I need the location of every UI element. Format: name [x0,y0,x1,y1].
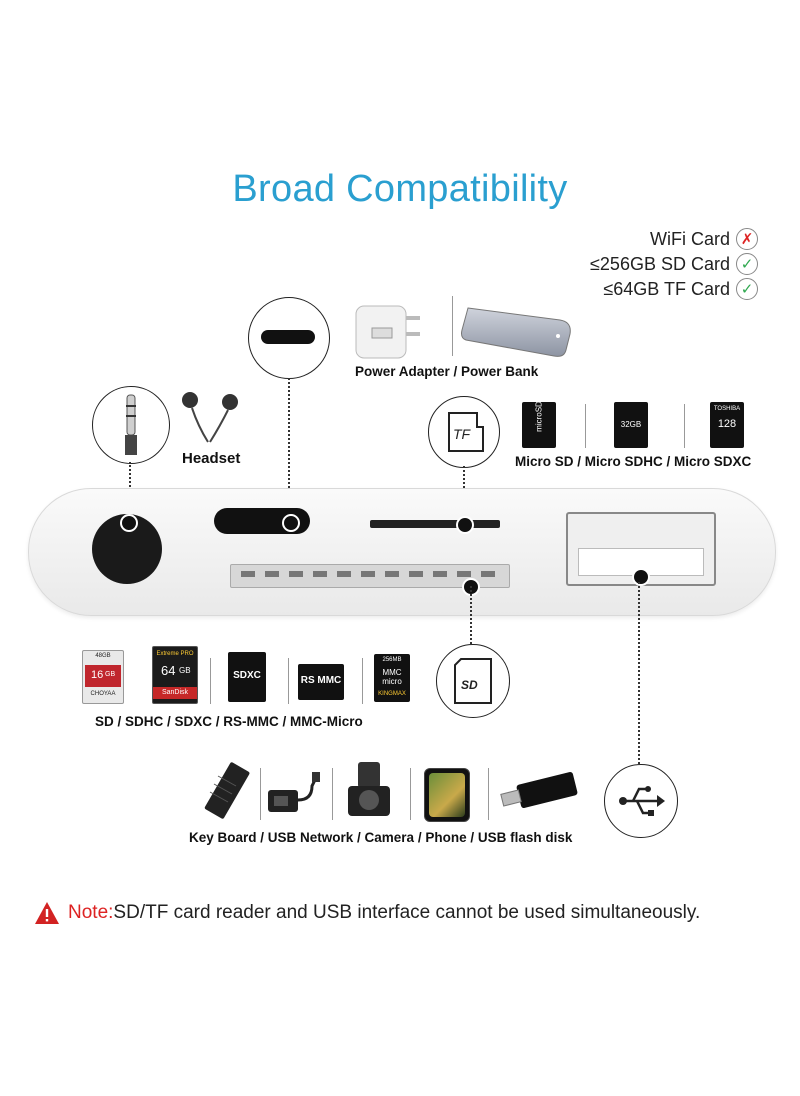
tf-slot-circle: TF [428,396,500,468]
card-print: Extreme PRO [156,651,194,657]
sd-connector-line [470,586,472,644]
microsd-card-icon: microSD [522,401,556,448]
compat-wifi: WiFi Card ✗ [650,228,758,250]
power-bank-icon [460,298,580,362]
warning-triangle-icon [35,902,59,924]
audio-plug-icon [125,394,137,455]
compat-tf: ≤64GB TF Card ✓ [603,278,758,300]
phone-icon [424,768,470,822]
lightning-port-icon [261,330,315,344]
check-icon: ✓ [736,278,758,300]
card-print: KINGMAX [378,691,406,697]
tf-card-icon: TF [448,412,484,452]
audio-jack-circle [92,386,170,464]
compat-sd: ≤256GB SD Card ✓ [590,253,758,275]
usb-flash-disk-icon [500,770,580,814]
camera-icon [346,762,392,820]
card-print: RS MMC [300,675,342,686]
card-print: CHOYAA [90,691,116,697]
card-print: MMC micro [382,668,402,686]
card-print: 128 [717,418,737,430]
sd-card-icon: Extreme PRO 64 GB SanDisk [152,646,198,704]
compat-label: ≤256GB SD Card [590,253,730,274]
check-icon: ✓ [736,253,758,275]
tf-text: TF [453,426,472,442]
card-print: 256MB [382,657,402,663]
note: Note:SD/TF card reader and USB interface… [34,901,700,925]
card-print: 32GB [620,420,642,429]
sdxc-card-icon: SDXC [228,652,266,702]
mmc-micro-card-icon: 256MB MMC micro KINGMAX [374,654,410,702]
card-print: TOSHIBA [713,406,741,412]
card-print: microSD [534,401,544,432]
usb-port-circle [604,764,678,838]
usb-devices-label: Key Board / USB Network / Camera / Phone… [189,830,573,845]
usb-symbol-icon [619,786,665,816]
card-print: SDXC [233,670,261,681]
card-print: 64 [161,663,176,678]
lightning-connector-line [288,378,290,508]
lightning-port-circle [248,297,330,379]
usb-connector-line [638,582,640,764]
card-print: GB [179,666,191,675]
headset-icon [178,386,242,446]
compat-label: ≤64GB TF Card [603,278,730,299]
sd-text: SD [461,678,478,692]
card-print: 16 [91,669,104,681]
headset-label: Headset [182,450,241,467]
card-print: GB [105,671,116,678]
card-print: 48GB [95,653,111,659]
sd-slot-circle: SD [436,644,510,718]
microsdhc-card-icon: 32GB [614,402,648,448]
power-adapter-icon [352,302,432,362]
tf-slot [370,520,500,528]
cross-icon: ✗ [736,228,758,250]
sd-card-icon: 48GB 16 GB CHOYAA [82,650,124,704]
card-print: SanDisk [153,687,197,699]
keyboard-icon [204,762,252,820]
usb-network-adapter-icon [266,772,322,816]
note-text: SD/TF card reader and USB interface cann… [113,902,701,923]
microsdxc-card-icon: TOSHIBA 128 [710,402,744,448]
compat-label: WiFi Card [650,228,730,249]
rsmmc-card-icon: RS MMC [298,664,344,700]
sd-label: SD / SDHC / SDXC / RS-MMC / MMC-Micro [95,714,363,729]
page-title: Broad Compatibility [232,168,568,210]
sd-card-icon: SD [454,658,492,704]
microsd-label: Micro SD / Micro SDHC / Micro SDXC [515,454,752,469]
note-prefix: Note: [68,902,114,923]
power-label: Power Adapter / Power Bank [355,364,539,379]
